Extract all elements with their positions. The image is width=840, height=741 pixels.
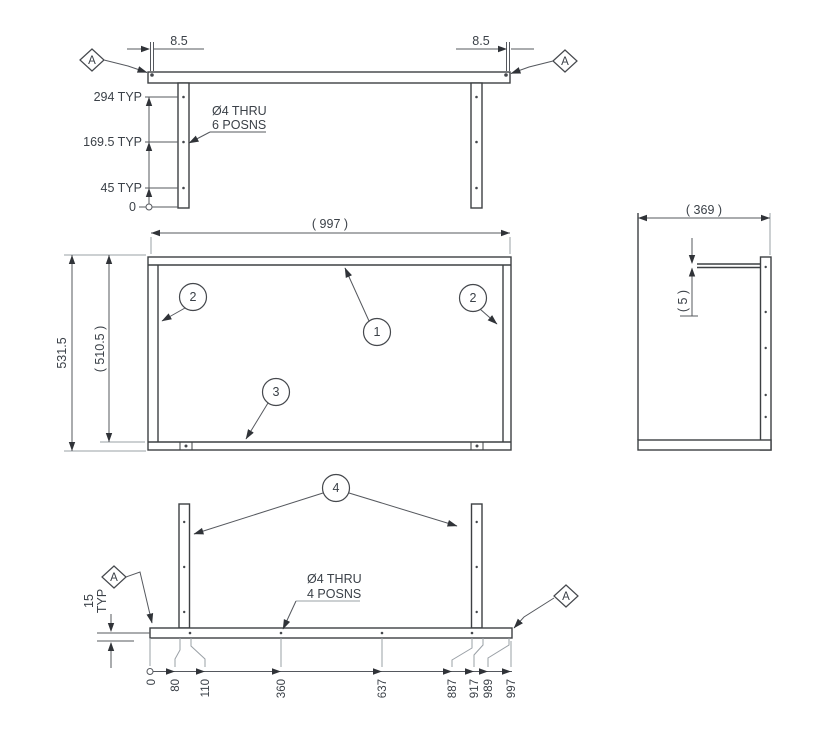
datum-label: A — [88, 55, 96, 67]
dim-text: ( 369 ) — [686, 203, 722, 217]
dim-text: 8.5 — [472, 34, 489, 48]
dim-text-15: 15 — [82, 594, 96, 608]
datum-flag-a-top-right: A — [504, 49, 578, 77]
dim-height-510-5: ( 510.5 ) — [93, 255, 145, 443]
bottom-panel-side — [637, 439, 772, 451]
leg-holes-bottom-view — [183, 520, 478, 614]
hole-note-line1: Ø4 THRU — [307, 572, 362, 586]
dim-text: 8.5 — [170, 34, 187, 48]
shelf-panel-edge — [147, 71, 511, 84]
datum-flag-a-top-left: A — [79, 48, 154, 77]
ordinate-989: 989 — [483, 679, 495, 698]
rear-rail — [149, 627, 513, 639]
balloon-2-left: 2 — [161, 282, 208, 322]
dim-text: ( 997 ) — [312, 217, 348, 231]
ordinate-917: 917 — [469, 679, 481, 698]
ordinate-294: 294 TYP — [94, 90, 142, 104]
datum-label: A — [561, 56, 569, 68]
ordinate-0: 0 — [146, 679, 158, 685]
datum-flag-a-bottom-right: A — [513, 584, 579, 629]
frame-outline — [147, 256, 512, 451]
top-view: A A 8.5 8.5 — [79, 34, 578, 214]
dim-text: ( 510.5 ) — [93, 326, 107, 373]
ordinate-169-5: 169.5 TYP — [83, 135, 142, 149]
hole-callout-6-posns: Ø4 THRU 6 POSNS — [188, 104, 267, 144]
balloon-number: 4 — [333, 481, 340, 495]
ordinate-80: 80 — [170, 679, 182, 692]
balloon-number: 1 — [374, 325, 381, 339]
leg-side — [759, 256, 772, 451]
leg-side-holes — [764, 265, 767, 419]
bottom-view: 4 A A 15 TYP Ø4 THRU 4 POSNS — [82, 473, 579, 698]
hole-note-line2: 6 POSNS — [212, 118, 266, 132]
ordinate-360: 360 — [276, 679, 288, 698]
ordinate-110: 110 — [200, 679, 212, 697]
front-view: ( 997 ) 531.5 ( 510.5 ) 2 1 — [55, 217, 512, 452]
hole-note-line2: 4 POSNS — [307, 587, 361, 601]
dim-depth-369: ( 369 ) — [638, 203, 770, 222]
leg-holes — [182, 95, 478, 190]
balloon-number: 2 — [470, 291, 477, 305]
dim-edge-15-typ: 15 TYP — [82, 589, 150, 668]
balloon-number: 3 — [273, 385, 280, 399]
left-leg — [177, 82, 190, 209]
dim-text: ( 5 ) — [676, 290, 690, 312]
datum-label: A — [110, 572, 118, 584]
ordinate-chain-vertical: 294 TYP 169.5 TYP 45 TYP 0 — [83, 90, 178, 214]
ordinate-0: 0 — [129, 200, 136, 214]
ordinate-45: 45 TYP — [101, 181, 142, 195]
bottom-panel-fasteners — [179, 441, 484, 451]
dim-offset-8-5-right: 8.5 — [456, 34, 534, 71]
dim-height-531-5: 531.5 — [55, 254, 146, 452]
dim-offset-8-5-left: 8.5 — [127, 34, 204, 71]
ordinate-chain-horizontal: 0 80 110 360 637 887 917 989 997 — [146, 638, 518, 698]
balloon-3: 3 — [245, 377, 291, 440]
datum-flag-a-bottom-left: A — [101, 565, 154, 624]
rail-holes — [188, 631, 474, 635]
dim-text-typ: TYP — [95, 589, 109, 613]
hole-note-line1: Ø4 THRU — [212, 104, 267, 118]
hole-callout-4-posns: Ø4 THRU 4 POSNS — [282, 572, 362, 630]
balloon-number: 2 — [190, 290, 197, 304]
side-view: ( 369 ) ( 5 ) — [637, 203, 772, 451]
dim-text: 531.5 — [55, 337, 69, 368]
balloon-4: 4 — [193, 473, 458, 535]
balloon-2-right: 2 — [458, 283, 498, 325]
datum-label: A — [562, 591, 570, 603]
balloon-1: 1 — [344, 267, 392, 347]
ordinate-637: 637 — [377, 679, 389, 698]
right-leg — [470, 82, 483, 209]
dim-thickness-5: ( 5 ) — [676, 238, 698, 317]
ordinate-997: 997 — [506, 679, 518, 698]
dim-width-997: ( 997 ) — [150, 217, 511, 254]
ordinate-887: 887 — [447, 679, 459, 698]
